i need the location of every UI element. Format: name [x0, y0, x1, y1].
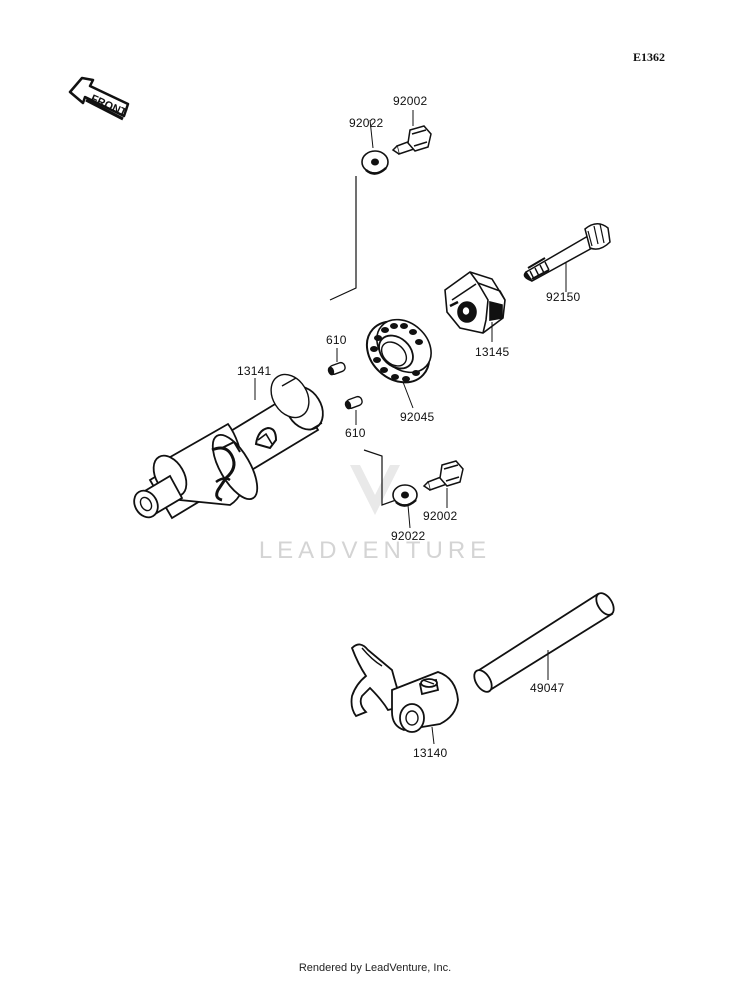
- fork-shaft: [473, 592, 615, 693]
- callout-13141[interactable]: 13141: [237, 364, 272, 378]
- leader-92022-bottom: [407, 504, 411, 529]
- bolt-top: [391, 125, 432, 155]
- callout-92045[interactable]: 92045: [400, 410, 435, 424]
- leader-13140: [431, 726, 435, 745]
- leader-92022-top: [369, 119, 374, 149]
- callout-92022-top[interactable]: 92022: [349, 116, 384, 130]
- footer-credit: Rendered by LeadVenture, Inc.: [298, 962, 452, 974]
- watermark-logo: [350, 465, 400, 515]
- washer-bottom: [392, 484, 418, 507]
- long-bolt: [523, 223, 611, 282]
- leader-line-top: [329, 176, 357, 301]
- leader-92045: [402, 381, 414, 409]
- callout-92002-top[interactable]: 92002: [393, 94, 428, 108]
- diagram-id-code: E1362: [633, 50, 666, 64]
- callout-13140[interactable]: 13140: [413, 746, 448, 760]
- washer-top: [361, 150, 389, 175]
- leader-line-bottom: [363, 449, 397, 506]
- callout-610-upper[interactable]: 610: [326, 333, 347, 347]
- callout-49047[interactable]: 49047: [530, 681, 565, 695]
- callout-92022-bottom[interactable]: 92022: [391, 529, 426, 543]
- shift-drum: [133, 373, 324, 520]
- callout-92002-bottom[interactable]: 92002: [423, 509, 458, 523]
- watermark-text: LEADVENTURE: [259, 537, 491, 564]
- pin-upper: [327, 361, 346, 376]
- callout-13145[interactable]: 13145: [475, 345, 510, 359]
- callout-610-lower[interactable]: 610: [345, 426, 366, 440]
- pin-lower: [344, 395, 363, 410]
- shift-fork: [350, 643, 459, 733]
- callout-92150[interactable]: 92150: [546, 290, 581, 304]
- bearing: [365, 318, 432, 384]
- front-arrow-icon: [68, 76, 130, 121]
- bolt-bottom: [422, 460, 464, 491]
- holder: [444, 271, 506, 334]
